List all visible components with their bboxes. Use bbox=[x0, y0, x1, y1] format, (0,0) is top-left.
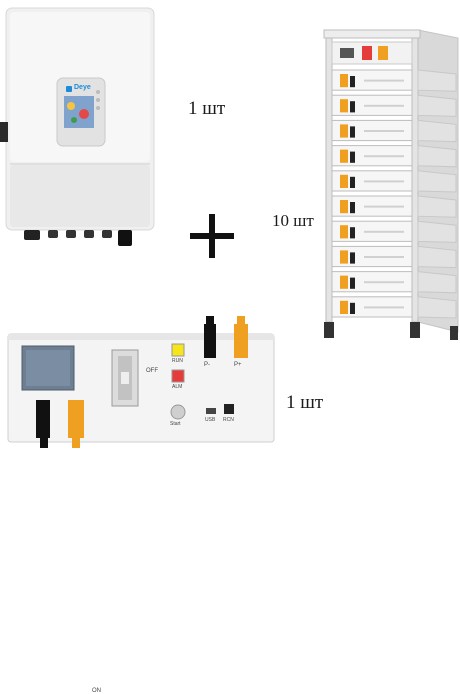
bms-module-illustration bbox=[7, 316, 275, 448]
battery-module bbox=[331, 245, 457, 269]
bms-quantity: 1 шт bbox=[286, 392, 324, 413]
breaker-on-label: ON bbox=[92, 688, 101, 694]
battery-quantity: 10 шт bbox=[272, 211, 314, 230]
bms-module: ON OFF RUN ALM P- P+ Start USB RCN bbox=[0, 316, 286, 694]
battery-module bbox=[331, 170, 457, 193]
inverter: Deye bbox=[0, 0, 160, 250]
port-label-usb: USB bbox=[205, 417, 216, 423]
battery-rack bbox=[318, 26, 460, 344]
battery-module bbox=[331, 145, 457, 168]
battery-rack-illustration bbox=[323, 29, 459, 340]
port-label-rcn: RCN bbox=[223, 417, 234, 423]
battery-module bbox=[331, 94, 457, 117]
battery-module bbox=[331, 195, 457, 218]
inverter-illustration bbox=[0, 7, 155, 246]
port-label-p-plus: P+ bbox=[234, 362, 242, 368]
battery-module bbox=[331, 119, 457, 143]
inverter-brand: Deye bbox=[74, 84, 91, 91]
port-label-p-minus: P- bbox=[204, 362, 210, 368]
battery-module bbox=[331, 69, 457, 92]
plus-icon bbox=[188, 212, 236, 260]
port-label-start: Start bbox=[170, 421, 181, 427]
battery-module bbox=[331, 220, 457, 243]
inverter-quantity: 1 шт bbox=[188, 98, 226, 119]
battery-module bbox=[331, 296, 457, 319]
port-label-alm: ALM bbox=[172, 384, 183, 390]
port-label-run: RUN bbox=[172, 358, 183, 364]
breaker-off-label: OFF bbox=[146, 368, 158, 374]
battery-module bbox=[331, 271, 457, 294]
